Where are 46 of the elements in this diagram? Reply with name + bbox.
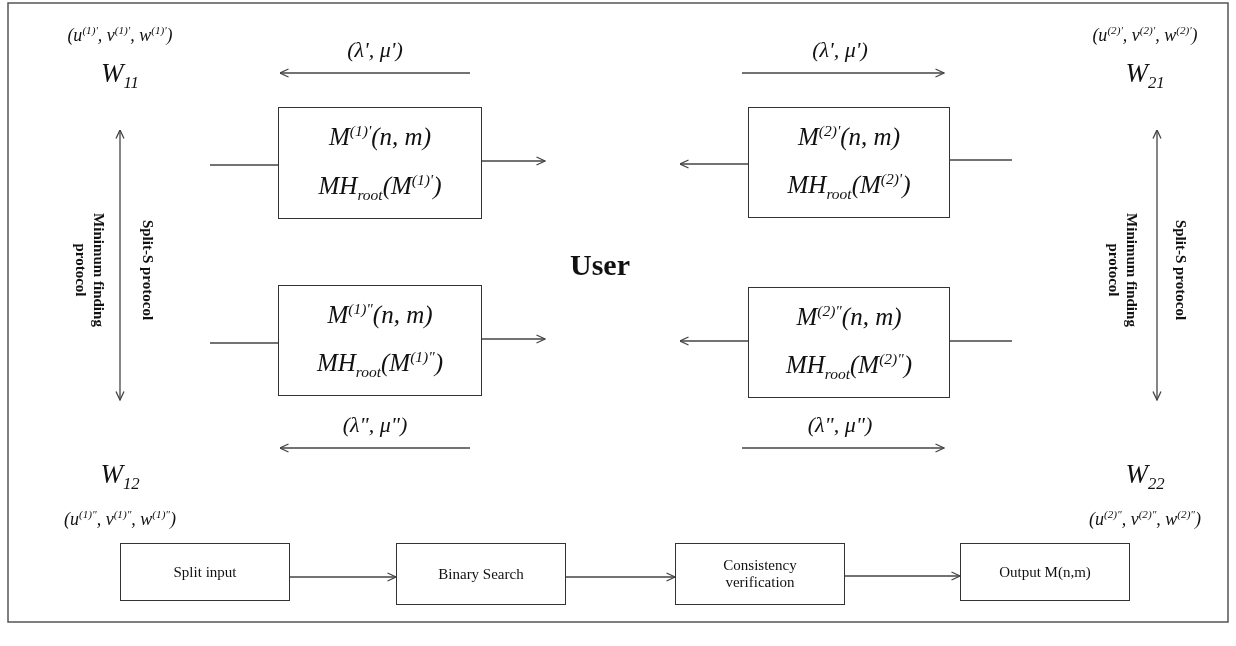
annotation-text: Minimum finding protocol (72, 212, 108, 329)
step-label: Binary Search (438, 565, 524, 583)
formula-text: MH$_{root}$(M$^{(2)"}$) (785, 350, 913, 384)
node-label: W$_{22}$ (1125, 458, 1165, 494)
process-box (960, 543, 1130, 601)
arrow (565, 572, 676, 582)
formula-text: MH$_{root}$(M$^{(2)'}$) (787, 170, 911, 204)
arrow (289, 572, 397, 582)
process-box (748, 107, 950, 218)
coordinate-tuple: (u$^{(1)"}$, v$^{(1)"}$, w$^{(1)"}$) (63, 508, 177, 530)
coordinate-tuple: (u$^{(2)'}$, v$^{(2)'}$, w$^{(2)'}$) (1092, 24, 1198, 46)
formula-text: M$^{(2)"}$(n, m) (796, 301, 902, 331)
arrow (1152, 129, 1162, 401)
entity-label: User (570, 248, 630, 282)
process-box (675, 543, 845, 605)
edge-label: Split-S protocol (139, 218, 157, 323)
arrow (481, 334, 546, 344)
step-label: Split input (173, 563, 237, 581)
coordinate-tuple: (u$^{(2)"}$, v$^{(2)"}$, w$^{(2)"}$) (1088, 508, 1202, 530)
formula-text: M$^{(1)'}$(n, m) (329, 121, 431, 152)
connector-line (949, 159, 1013, 161)
edge-label: Split-S protocol (1172, 218, 1190, 323)
process-box (120, 543, 290, 601)
process-box (396, 543, 566, 605)
formula-text: MH$_{root}$(M$^{(1)"}$) (316, 348, 444, 382)
arrow (844, 571, 961, 581)
step-label: Output M(n,m) (999, 563, 1091, 581)
process-box (748, 287, 950, 398)
connector-line (209, 164, 279, 166)
arrow (115, 129, 125, 401)
connector-line (949, 340, 1013, 342)
formula-text: M$^{(2)'}$(n, m) (798, 121, 900, 151)
node-label: W$_{12}$ (100, 458, 140, 494)
connector-line (209, 342, 279, 344)
arrow (679, 336, 749, 346)
node-label: W$_{21}$ (1125, 58, 1165, 94)
process-box (278, 107, 482, 219)
formula-text: MH$_{root}$(M$^{(1)'}$) (318, 170, 442, 205)
node-label: W$_{11}$ (101, 58, 139, 94)
annotation-text: Minimum finding protocol (1105, 212, 1141, 329)
coordinate-tuple: (u$^{(1)'}$, v$^{(1)'}$, w$^{(1)'}$) (67, 24, 173, 46)
arrow (481, 156, 546, 166)
step-label: Consistency verification (722, 557, 798, 591)
formula-text: M$^{(1)"}$(n, m) (327, 299, 433, 329)
process-box (278, 285, 482, 396)
arrow (679, 159, 749, 169)
